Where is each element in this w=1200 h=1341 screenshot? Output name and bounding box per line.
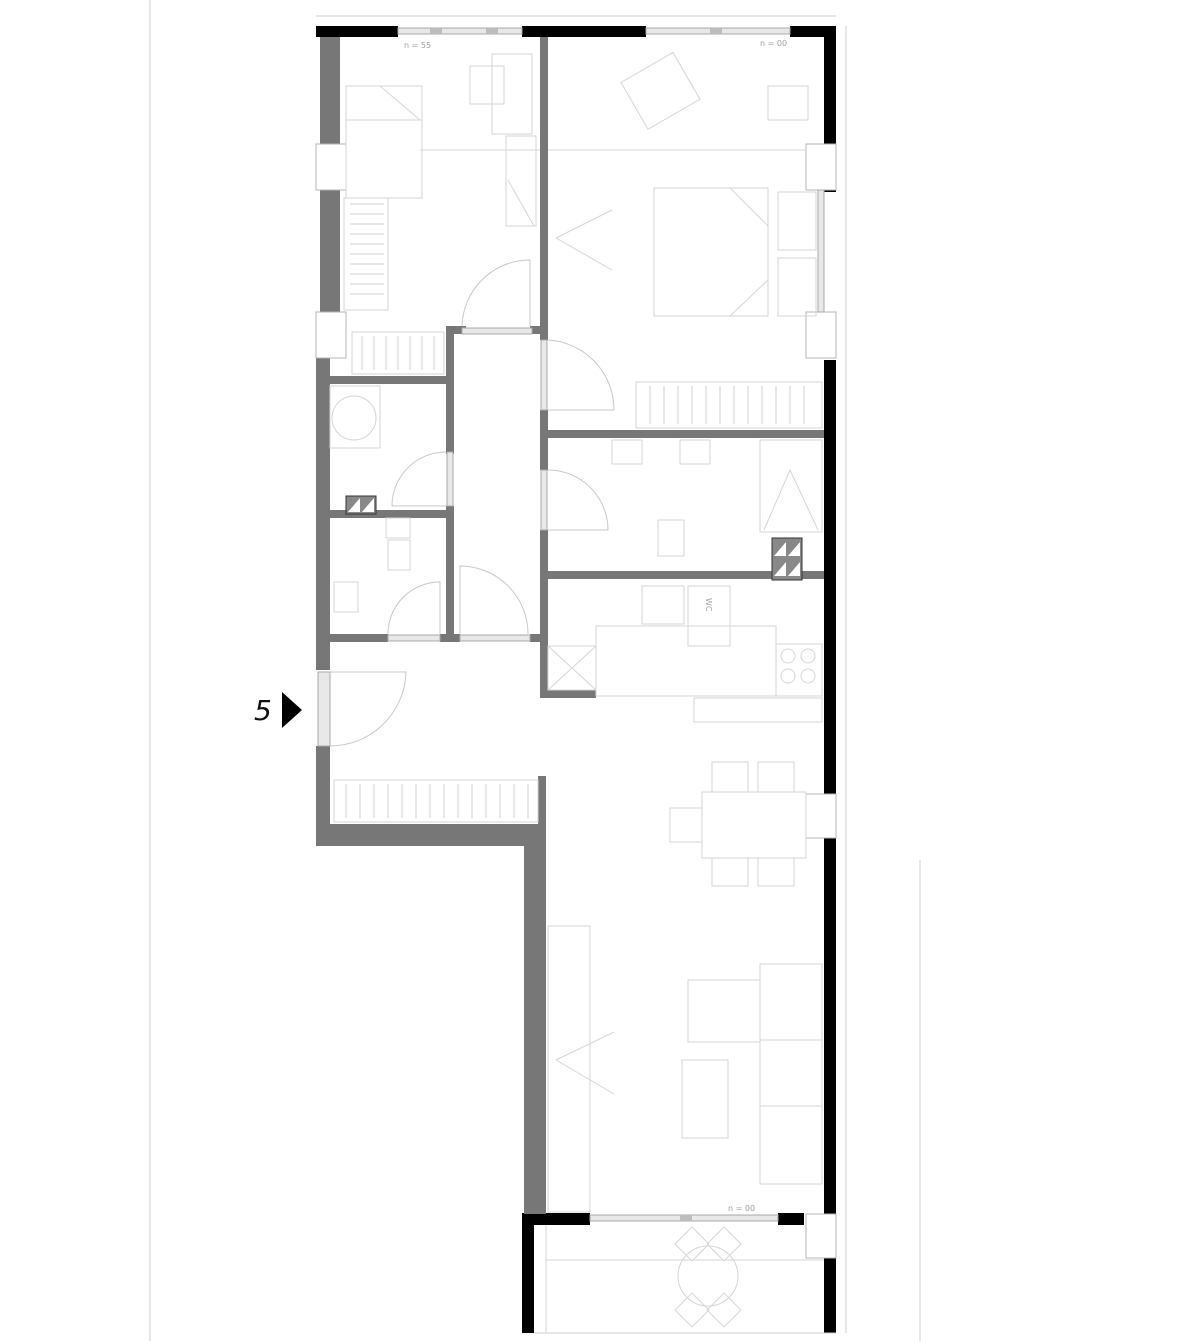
facade-strip [316, 15, 847, 1334]
window-note-1: n = 55 [404, 41, 431, 50]
furniture: WC [329, 51, 824, 1333]
window-note-3: n = 00 [728, 1204, 755, 1213]
wc-label: WC [704, 598, 713, 612]
entrance-marker-number: 5 [254, 694, 272, 727]
doors [317, 259, 615, 747]
interior-walls [316, 37, 824, 1214]
ventilation-shaft-icon [345, 495, 803, 581]
windows [315, 27, 837, 1259]
triangle-right-icon [282, 692, 302, 728]
exterior-walls [316, 26, 836, 1333]
window-note-2: n = 00 [760, 39, 787, 48]
